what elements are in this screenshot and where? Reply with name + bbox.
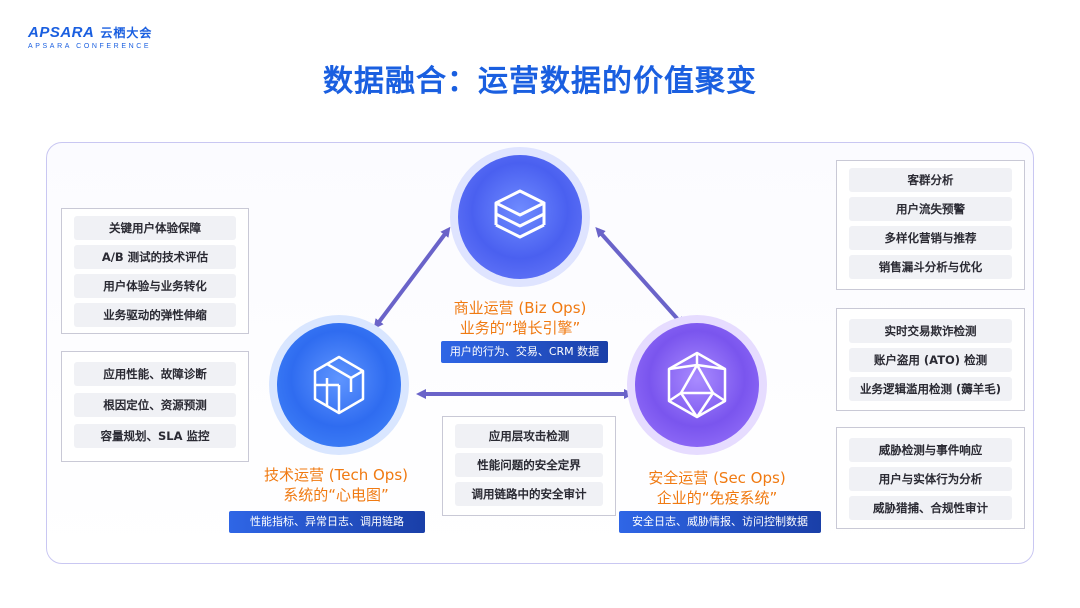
list-item: 根因定位、资源预测	[74, 393, 236, 417]
list-item: A/B 测试的技术评估	[74, 245, 236, 269]
list-item: 性能问题的安全定界	[455, 453, 603, 477]
list-item: 用户流失预警	[849, 197, 1012, 221]
biz-ops-box: 客群分析 用户流失预警 多样化营销与推荐 销售漏斗分析与优化	[836, 160, 1025, 290]
sec-ops-box: 威胁检测与事件响应 用户与实体行为分析 威胁猎捕、合规性审计	[836, 427, 1025, 529]
sec-ops-label: 安全运营 (Sec Ops) 企业的“免疫系统”	[627, 468, 807, 508]
list-item: 实时交易欺诈检测	[849, 319, 1012, 343]
tech-sec-overlap-box: 应用层攻击检测 性能问题的安全定界 调用链路中的安全审计	[442, 416, 616, 516]
list-item: 多样化营销与推荐	[849, 226, 1012, 250]
list-item: 容量规划、SLA 监控	[74, 424, 236, 448]
biz-tech-overlap-box: 关键用户体验保障 A/B 测试的技术评估 用户体验与业务转化 业务驱动的弹性伸缩	[61, 208, 249, 334]
layers-icon	[494, 189, 546, 239]
biz-sec-overlap-box: 实时交易欺诈检测 账户盗用 (ATO) 检测 业务逻辑滥用检测 (薅羊毛)	[836, 308, 1025, 411]
logo-cn: 云栖大会	[100, 26, 153, 40]
list-item: 业务驱动的弹性伸缩	[74, 303, 236, 327]
arrow-biz-tech	[373, 226, 451, 330]
tech-ops-circle	[269, 315, 409, 455]
list-item: 业务逻辑滥用检测 (薅羊毛)	[849, 377, 1012, 401]
list-item: 关键用户体验保障	[74, 216, 236, 240]
list-item: 用户与实体行为分析	[849, 467, 1012, 491]
tech-ops-tag: 性能指标、异常日志、调用链路	[229, 511, 425, 533]
logo-subtitle: APSARA CONFERENCE	[28, 43, 152, 50]
list-item: 威胁检测与事件响应	[849, 438, 1012, 462]
tech-ops-label: 技术运营 (Tech Ops) 系统的“心电图”	[246, 465, 426, 505]
list-item: 客群分析	[849, 168, 1012, 192]
tech-ops-box: 应用性能、故障诊断 根因定位、资源预测 容量规划、SLA 监控	[61, 351, 249, 462]
list-item: 应用性能、故障诊断	[74, 362, 236, 386]
conference-logo: APSARA 云栖大会 APSARA CONFERENCE	[28, 24, 152, 50]
tech-ops-title: 技术运营 (Tech Ops)	[264, 466, 408, 484]
sec-ops-subtitle: 企业的“免疫系统”	[656, 489, 778, 507]
biz-ops-circle	[450, 147, 590, 287]
list-item: 调用链路中的安全审计	[455, 482, 603, 506]
sec-ops-tag: 安全日志、威胁情报、访问控制数据	[619, 511, 821, 533]
list-item: 销售漏斗分析与优化	[849, 255, 1012, 279]
arrow-biz-sec	[595, 227, 685, 327]
page-title: 数据融合：运营数据的价值聚变	[323, 64, 757, 99]
list-item: 威胁猎捕、合规性审计	[849, 496, 1012, 520]
list-item: 账户盗用 (ATO) 检测	[849, 348, 1012, 372]
biz-ops-label: 商业运营 (Biz Ops) 业务的“增长引擎”	[430, 298, 610, 338]
sec-ops-circle	[627, 315, 767, 455]
biz-ops-subtitle: 业务的“增长引擎”	[459, 319, 581, 337]
cube-cluster-icon	[313, 355, 365, 415]
list-item: 用户体验与业务转化	[74, 274, 236, 298]
sec-ops-title: 安全运营 (Sec Ops)	[648, 469, 786, 487]
logo-brand: APSARA	[28, 24, 95, 41]
biz-ops-tag: 用户的行为、交易、CRM 数据	[441, 341, 608, 363]
network-hexagon-icon	[667, 351, 727, 419]
list-item: 应用层攻击检测	[455, 424, 603, 448]
tech-ops-subtitle: 系统的“心电图”	[283, 486, 389, 504]
biz-ops-title: 商业运营 (Biz Ops)	[453, 299, 587, 317]
